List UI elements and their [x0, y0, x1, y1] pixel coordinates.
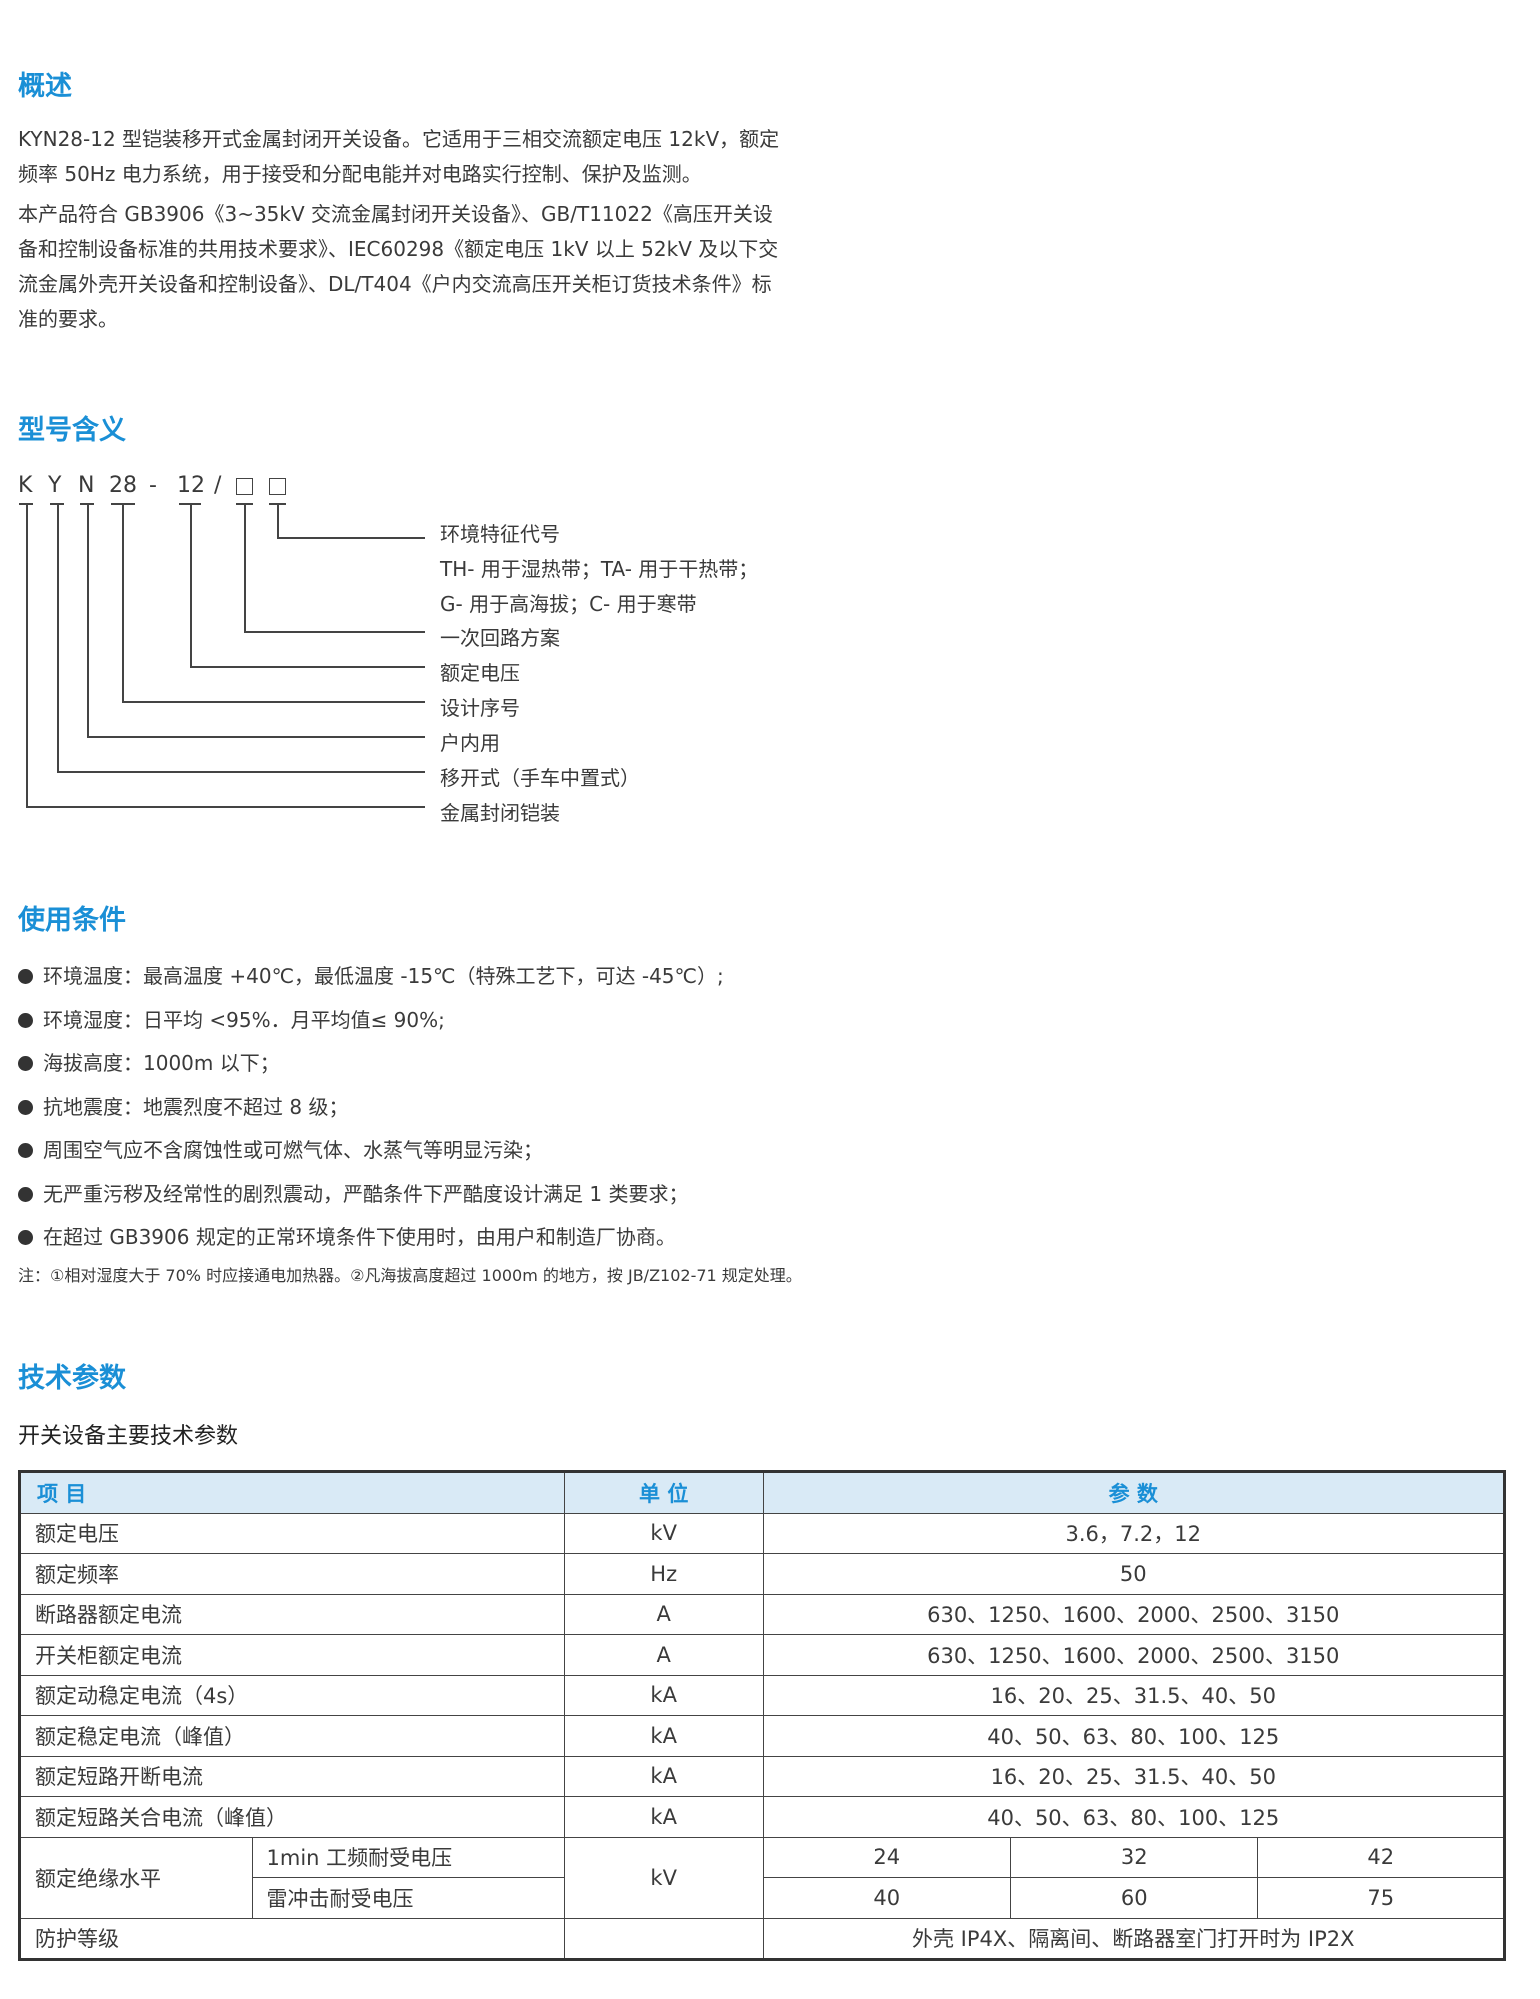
insulation-sub1-label: 1min 工频耐受电压 [251, 1836, 565, 1878]
section-title-overview: 概述 [18, 71, 72, 102]
code-slash: / [214, 473, 222, 498]
leader-n [87, 505, 89, 738]
legend-design: 设计序号 [440, 696, 520, 720]
code-28: 28 [109, 473, 137, 498]
legend-metal-clad: 金属封闭铠装 [440, 801, 560, 825]
bullet-icon [18, 1099, 33, 1115]
bullet-icon [18, 1230, 33, 1245]
legend-environment: 环境特征代号 [440, 522, 560, 546]
table-row: 雷冲击耐受电压 40 60 75 [20, 1877, 1505, 1919]
legend-withdrawable: 移开式（手车中置式） [440, 766, 640, 790]
legend-indoor: 户内用 [440, 731, 500, 755]
table-row: 额定频率 Hz 50 [19, 1553, 1505, 1595]
code-box-1 [236, 478, 253, 495]
legend-th-ta: TH- 用于湿热带；TA- 用于干热带； [440, 557, 759, 581]
legend-g-c: G- 用于高海拔；C- 用于寒带 [440, 592, 697, 616]
leader-box-2 [277, 505, 279, 539]
table-row: 断路器额定电流 A 630、1250、1600、2000、2500、3150 [19, 1593, 1505, 1635]
table-caption: 开关设备主要技术参数 [18, 1424, 239, 1449]
section-title-tech: 技术参数 [18, 1363, 126, 1394]
hline-environment [277, 537, 425, 539]
header-item: 项 目 [19, 1471, 565, 1514]
legend-circuit: 一次回路方案 [440, 626, 560, 650]
list-item: 无严重污秽及经常性的剧烈震动，严酷条件下严酷度设计满足 1 类要求； [18, 1173, 724, 1217]
table-row: 额定电压 kV 3.6，7.2，12 [19, 1512, 1505, 1554]
tick-k [19, 503, 33, 505]
insulation-sub2-label: 雷冲击耐受电压 [251, 1877, 565, 1919]
code-y: Y [48, 473, 62, 498]
hline-circuit [244, 631, 425, 633]
header-value: 参 数 [762, 1471, 1505, 1514]
insulation-unit: kV [563, 1836, 764, 1919]
table-row: 额定短路关合电流（峰值） kA 40、50、63、80、100、125 [19, 1796, 1505, 1838]
leader-k [26, 505, 28, 808]
tick-n [80, 503, 94, 505]
conditions-list: 环境温度：最高温度 +40℃，最低温度 -15℃（特殊工艺下，可达 -45℃）;… [18, 955, 724, 1260]
hline-voltage [190, 666, 425, 668]
list-item: 海拔高度：1000m 以下； [18, 1042, 724, 1086]
table-row: 额定绝缘水平 1min 工频耐受电压 kV 24 32 42 [19, 1836, 1505, 1919]
hline-metal-clad [26, 806, 425, 808]
code-n: N [78, 473, 95, 498]
leader-28 [122, 505, 124, 703]
list-item: 在超过 GB3906 规定的正常环境条件下使用时，由用户和制造厂协商。 [18, 1216, 724, 1260]
bullet-icon [18, 1012, 33, 1028]
bullet-icon [18, 1143, 33, 1158]
bullet-icon [18, 1186, 33, 1202]
spec-table: 项 目 单 位 参 数 额定电压 kV 3.6，7.2，12 额定频率 Hz 5… [18, 1470, 1506, 1961]
tick-box-2 [269, 503, 286, 505]
code-dash: - [149, 473, 157, 498]
overview-paragraph-2: 本产品符合 GB3906《3~35kV 交流金属封闭开关设备》、GB/T1102… [18, 202, 779, 331]
tick-28 [111, 503, 135, 505]
section-title-conditions: 使用条件 [18, 905, 126, 936]
tick-12 [179, 503, 201, 505]
conditions-note: 注：①相对湿度大于 70% 时应接通电加热器。②凡海拔高度超过 1000m 的地… [18, 1266, 802, 1285]
list-item: 环境湿度：日平均 <95%．月平均值≤ 90%; [18, 999, 724, 1043]
code-box-2 [269, 478, 286, 495]
table-row: 防护等级 外壳 IP4X、隔离间、断路器室门打开时为 IP2X [19, 1917, 1505, 1960]
table-row: 额定短路开断电流 kA 16、20、25、31.5、40、50 [19, 1755, 1505, 1797]
list-item: 环境温度：最高温度 +40℃，最低温度 -15℃（特殊工艺下，可达 -45℃）; [18, 955, 724, 999]
table-row: 额定动稳定电流（4s） kA 16、20、25、31.5、40、50 [19, 1674, 1505, 1716]
code-12: 12 [177, 473, 205, 498]
list-item: 抗地震度：地震烈度不超过 8 级； [18, 1086, 724, 1130]
table-row: 开关柜额定电流 A 630、1250、1600、2000、2500、3150 [19, 1634, 1505, 1676]
hline-withdrawable [57, 771, 425, 773]
bullet-icon [18, 1056, 33, 1071]
list-item: 周围空气应不含腐蚀性或可燃气体、水蒸气等明显污染； [18, 1129, 724, 1173]
tick-box-1 [236, 503, 253, 505]
header-unit: 单 位 [563, 1471, 764, 1514]
leader-box-1 [244, 505, 246, 633]
code-k: K [18, 473, 33, 498]
hline-design [122, 701, 425, 703]
section-title-model: 型号含义 [18, 415, 126, 446]
legend-voltage: 额定电压 [440, 661, 520, 685]
overview-paragraph-1: KYN28-12 型铠装移开式金属封闭开关设备。它适用于三相交流额定电压 12k… [18, 127, 780, 186]
insulation-label: 额定绝缘水平 [19, 1836, 253, 1919]
tick-y [50, 503, 64, 505]
hline-indoor [87, 736, 425, 738]
bullet-icon [18, 969, 33, 984]
leader-12 [190, 505, 192, 668]
leader-y [57, 505, 59, 773]
table-row: 额定稳定电流（峰值） kA 40、50、63、80、100、125 [19, 1715, 1505, 1757]
